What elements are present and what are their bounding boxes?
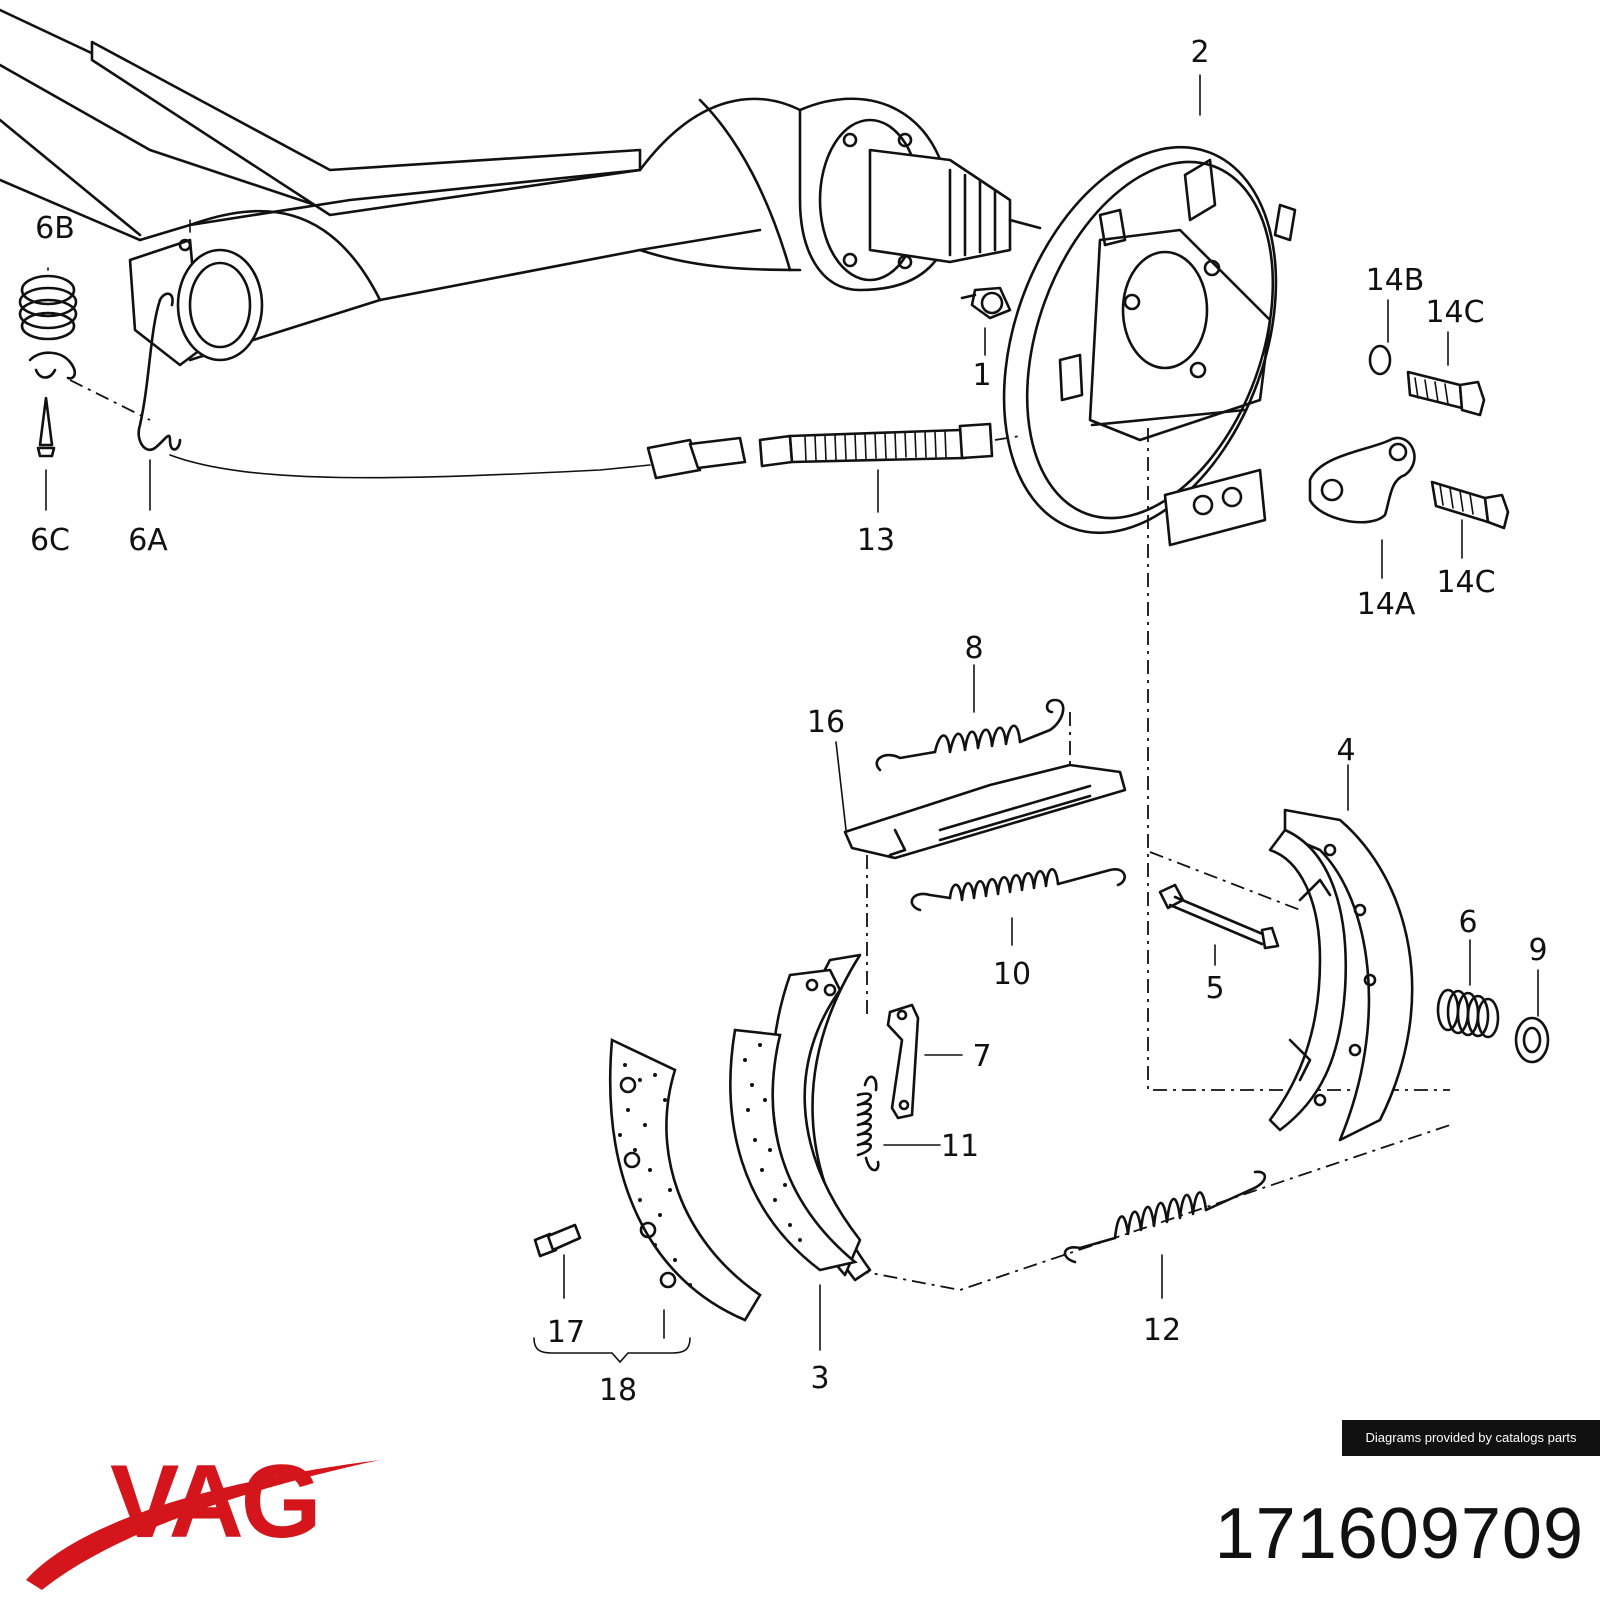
lower-spring bbox=[910, 867, 1126, 912]
callout-14c-bottom: 14C bbox=[1436, 565, 1495, 600]
brake-shoe-left bbox=[729, 953, 872, 1282]
assembly-line bbox=[1147, 428, 1450, 1091]
callout-14c-top: 14C bbox=[1425, 295, 1484, 330]
hold-pin bbox=[1158, 883, 1280, 950]
callout-5: 5 bbox=[1205, 971, 1224, 1006]
callout-10: 10 bbox=[993, 957, 1031, 992]
backing-plate bbox=[1002, 145, 1297, 547]
assembly-line bbox=[854, 1124, 1451, 1291]
callout-labels: 2 6B 14B 14C 1 6C 6A 13 14C 14A 8 16 4 6… bbox=[30, 35, 1548, 1408]
strut-bar bbox=[843, 763, 1127, 860]
small-spring bbox=[856, 1075, 880, 1172]
diagram-credit: Diagrams provided by catalogs parts bbox=[1342, 1420, 1600, 1456]
callout-12: 12 bbox=[1143, 1313, 1181, 1348]
hub-flange bbox=[798, 97, 1042, 292]
callout-4: 4 bbox=[1336, 733, 1355, 768]
part-number: 171609709 bbox=[1214, 1494, 1584, 1574]
brand-logo: VAG bbox=[20, 1430, 400, 1600]
callout-2: 2 bbox=[1190, 35, 1209, 70]
parking-lever bbox=[886, 1003, 920, 1120]
return-spring bbox=[1063, 1170, 1267, 1264]
callout-8: 8 bbox=[964, 631, 983, 666]
callout-6b: 6B bbox=[35, 211, 75, 246]
callout-6c: 6C bbox=[30, 523, 70, 558]
callout-16: 16 bbox=[807, 705, 845, 740]
hook-spring-screw bbox=[18, 274, 182, 458]
brake-shoe-right bbox=[1268, 808, 1414, 1142]
fastener-set bbox=[1308, 344, 1510, 530]
rivet bbox=[533, 1223, 582, 1258]
callout-18: 18 bbox=[599, 1373, 637, 1408]
callout-6: 6 bbox=[1458, 905, 1477, 940]
callout-13: 13 bbox=[857, 523, 895, 558]
callout-17: 17 bbox=[547, 1315, 585, 1350]
callout-6a: 6A bbox=[128, 523, 168, 558]
parking-cable bbox=[169, 422, 1021, 480]
brake-lining bbox=[608, 1038, 762, 1322]
grommet bbox=[960, 286, 1012, 320]
leader-lines bbox=[45, 74, 1539, 1364]
axle-beam bbox=[0, 8, 802, 367]
callout-1: 1 bbox=[972, 358, 991, 393]
upper-spring bbox=[875, 698, 1065, 772]
hold-spring-cap bbox=[1436, 988, 1550, 1064]
callout-14a: 14A bbox=[1357, 587, 1416, 622]
callout-3: 3 bbox=[810, 1361, 829, 1396]
callout-9: 9 bbox=[1528, 933, 1547, 968]
brand-name: VAG bbox=[110, 1444, 322, 1560]
callout-11: 11 bbox=[941, 1129, 979, 1164]
assembly-line bbox=[1149, 851, 1301, 911]
callout-14b: 14B bbox=[1366, 263, 1425, 298]
callout-7: 7 bbox=[972, 1039, 991, 1074]
